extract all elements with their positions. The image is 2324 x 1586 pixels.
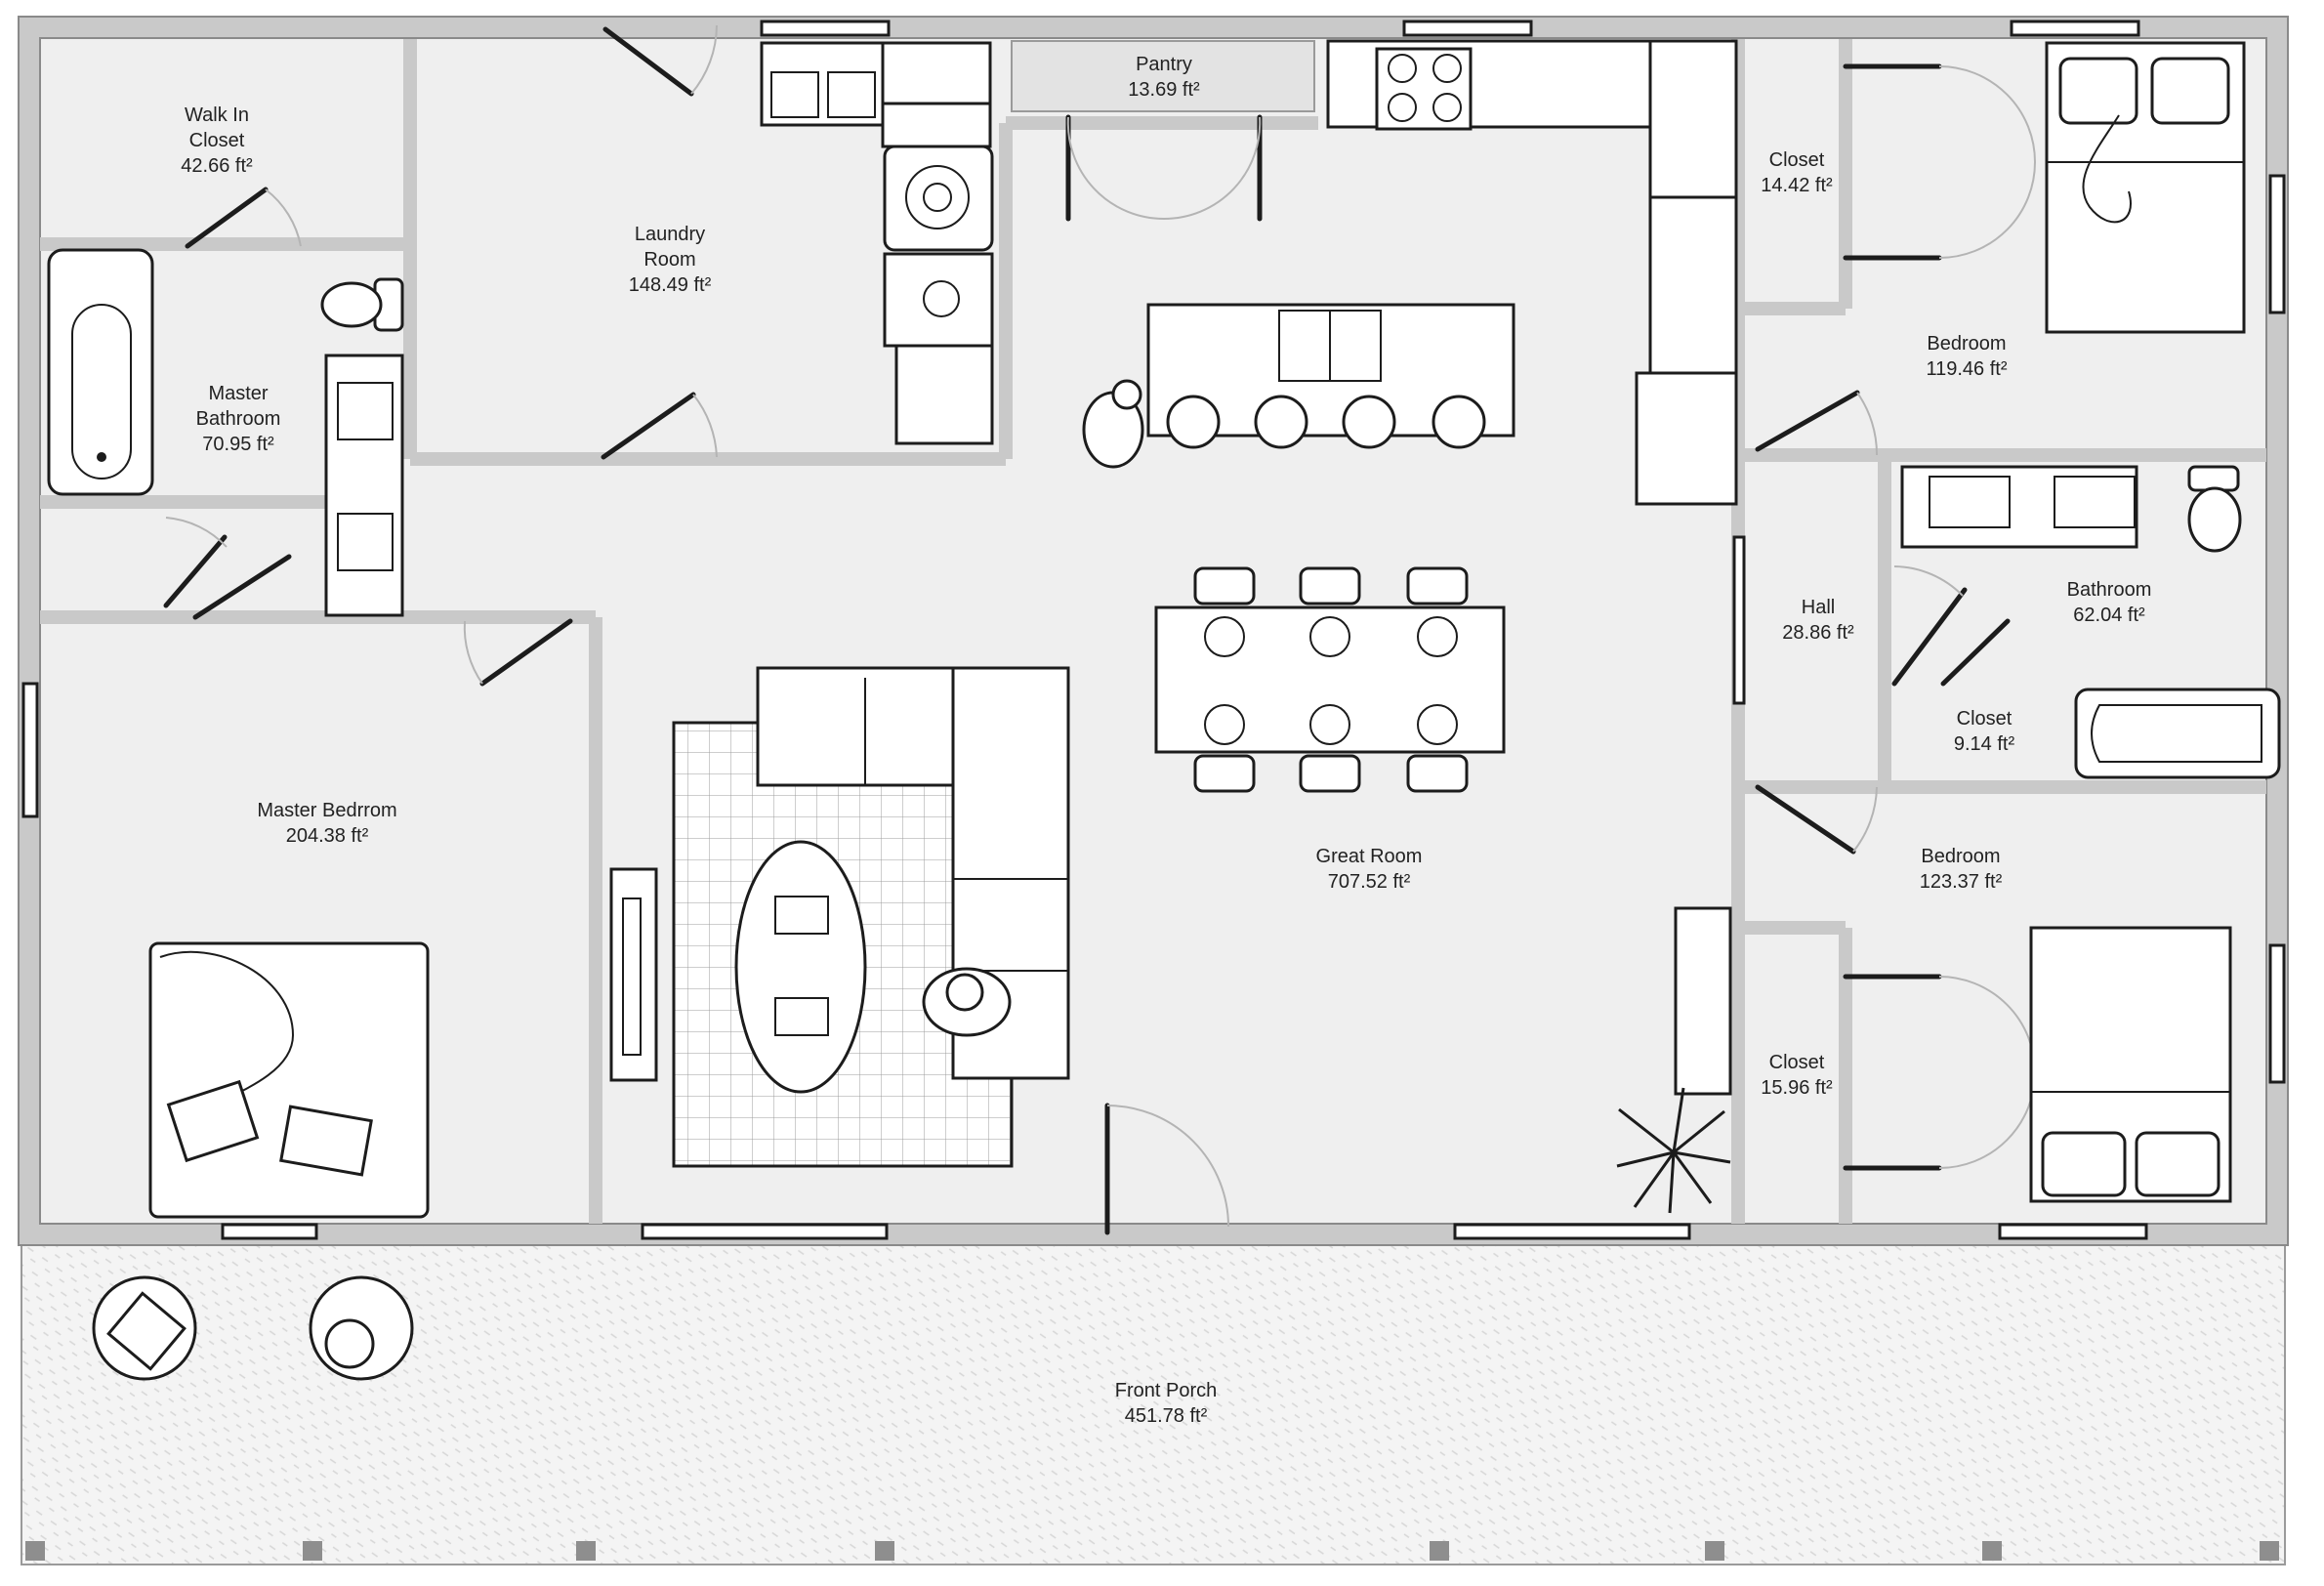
bench	[1674, 906, 1732, 1096]
exterior-wall	[19, 17, 2288, 1245]
laundry-sink	[760, 41, 992, 148]
dryer	[883, 252, 994, 445]
bathtub-master	[47, 248, 154, 496]
dining-table	[1154, 566, 1506, 793]
tv-console	[609, 867, 658, 1082]
plant	[1616, 1087, 1731, 1214]
bathtub	[2074, 688, 2281, 779]
doors	[163, 24, 2036, 1235]
washer	[883, 145, 994, 252]
porch-chair-right	[309, 1275, 414, 1381]
vanity-master	[324, 354, 404, 617]
kitchen-counter	[1326, 39, 1738, 506]
person-kitchen	[1082, 379, 1144, 469]
kitchen-island	[1146, 303, 1515, 449]
toilet	[2187, 465, 2242, 553]
porch-chair-left	[92, 1275, 197, 1381]
double-vanity	[1900, 465, 2138, 549]
porch-posts	[25, 1541, 2279, 1561]
person-sofa	[922, 967, 1012, 1037]
bed-south	[2029, 926, 2232, 1203]
coffee-table	[734, 840, 867, 1094]
bed-north	[2045, 41, 2246, 334]
pantry-shelf	[1011, 40, 1315, 112]
windows	[21, 20, 2286, 1240]
toilet-master	[320, 277, 404, 332]
bed-master	[148, 941, 430, 1219]
